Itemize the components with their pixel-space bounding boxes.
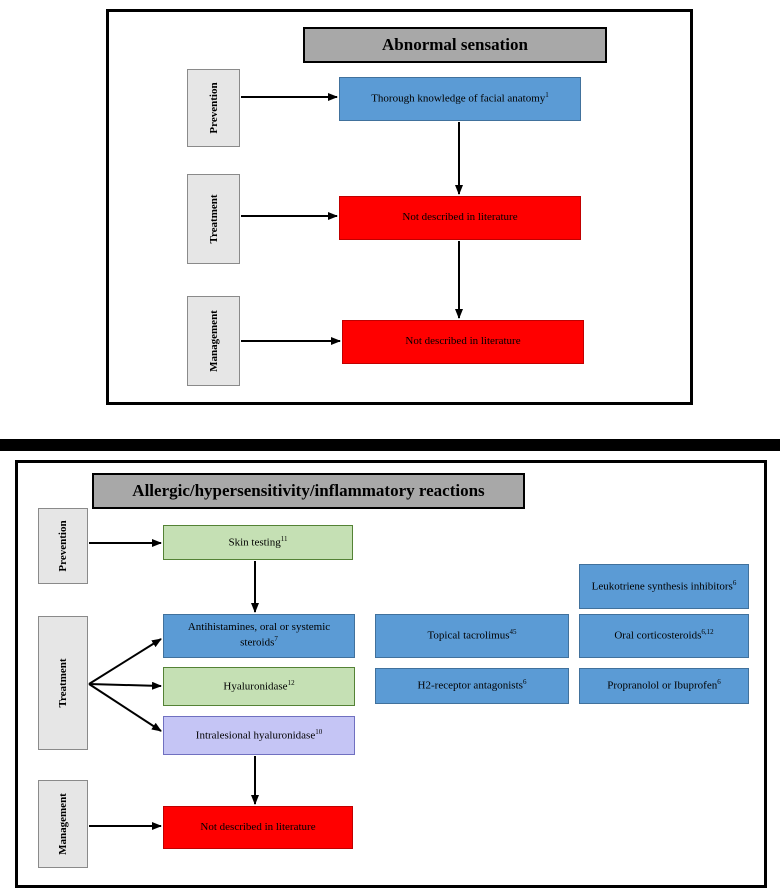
box-tacrolimus-ref: 45	[509, 628, 517, 637]
box-hyaluronidase: Hyaluronidase12	[163, 667, 355, 706]
box-leukotriene-inhibitors: Leukotriene synthesis inhibitors6	[579, 564, 749, 609]
box-panel1-management: Not described in literature	[342, 320, 584, 364]
panel2-row-prevention-label: Prevention	[57, 520, 69, 572]
box-propranolol-ref: 6	[717, 678, 721, 687]
box-propranolol-text: Propranolol or Ibuprofen	[607, 679, 718, 692]
box-corticosteroids-text: Oral corticosteroids	[614, 629, 702, 642]
box-antihistamines: Antihistamines, oral or systemic steroid…	[163, 614, 355, 658]
box-panel1-treatment-text: Not described in literature	[402, 211, 518, 224]
box-skin-testing-ref: 11	[280, 534, 288, 543]
panel1-title: Abnormal sensation	[303, 27, 607, 63]
box-propranolol-ibuprofen: Propranolol or Ibuprofen6	[579, 668, 749, 704]
panel1-row-treatment: Treatment	[187, 174, 240, 264]
panel1-row-prevention: Prevention	[187, 69, 240, 147]
box-facial-anatomy: Thorough knowledge of facial anatomy1	[339, 77, 581, 121]
box-antihistamines-text: Antihistamines, oral or systemic steroid…	[187, 621, 331, 649]
panel1-row-treatment-label: Treatment	[207, 194, 220, 244]
box-h2-ref: 6	[522, 678, 527, 687]
box-topical-tacrolimus: Topical tacrolimus45	[375, 614, 569, 658]
panel1-row-prevention-label: Prevention	[207, 82, 220, 134]
panel2-title: Allergic/hypersensitivity/inflammatory r…	[92, 473, 525, 509]
panel1-row-management-label: Management	[207, 310, 220, 372]
panel2-row-management-label: Management	[57, 793, 69, 855]
box-hyaluronidase-ref: 12	[287, 678, 295, 687]
box-skin-testing-text: Skin testing	[228, 536, 281, 549]
box-leukotriene-ref: 6	[732, 578, 737, 587]
box-leukotriene-text: Leukotriene synthesis inhibitors	[591, 580, 733, 593]
box-panel1-management-text: Not described in literature	[405, 335, 521, 348]
panel2-row-treatment: Treatment	[38, 616, 88, 750]
box-corticosteroids-ref: 6,12	[701, 628, 714, 637]
box-h2-text: H2-receptor antagonists	[417, 679, 523, 692]
panel2-row-management: Management	[38, 780, 88, 868]
panel2-row-prevention: Prevention	[38, 508, 88, 584]
box-hyaluronidase-text: Hyaluronidase	[223, 680, 288, 693]
panel2-row-treatment-label: Treatment	[57, 658, 69, 708]
box-facial-anatomy-ref: 1	[545, 91, 549, 100]
box-h2-antagonists: H2-receptor antagonists6	[375, 668, 569, 704]
box-tacrolimus-text: Topical tacrolimus	[427, 629, 510, 642]
box-antihistamines-ref: 7	[274, 635, 278, 644]
box-panel2-management-text: Not described in literature	[200, 820, 316, 833]
box-facial-anatomy-text: Thorough knowledge of facial anatomy	[371, 92, 546, 105]
box-panel1-treatment: Not described in literature	[339, 196, 581, 240]
box-panel2-management: Not described in literature	[163, 806, 353, 849]
box-intralesional-text: Intralesional hyaluronidase	[195, 729, 316, 742]
box-intralesional-hyaluronidase: Intralesional hyaluronidase10	[163, 716, 355, 755]
panel-divider	[0, 439, 780, 451]
box-skin-testing: Skin testing11	[163, 525, 353, 560]
box-oral-corticosteroids: Oral corticosteroids6,12	[579, 614, 749, 658]
box-intralesional-ref: 10	[315, 727, 323, 736]
panel1-row-management: Management	[187, 296, 240, 386]
